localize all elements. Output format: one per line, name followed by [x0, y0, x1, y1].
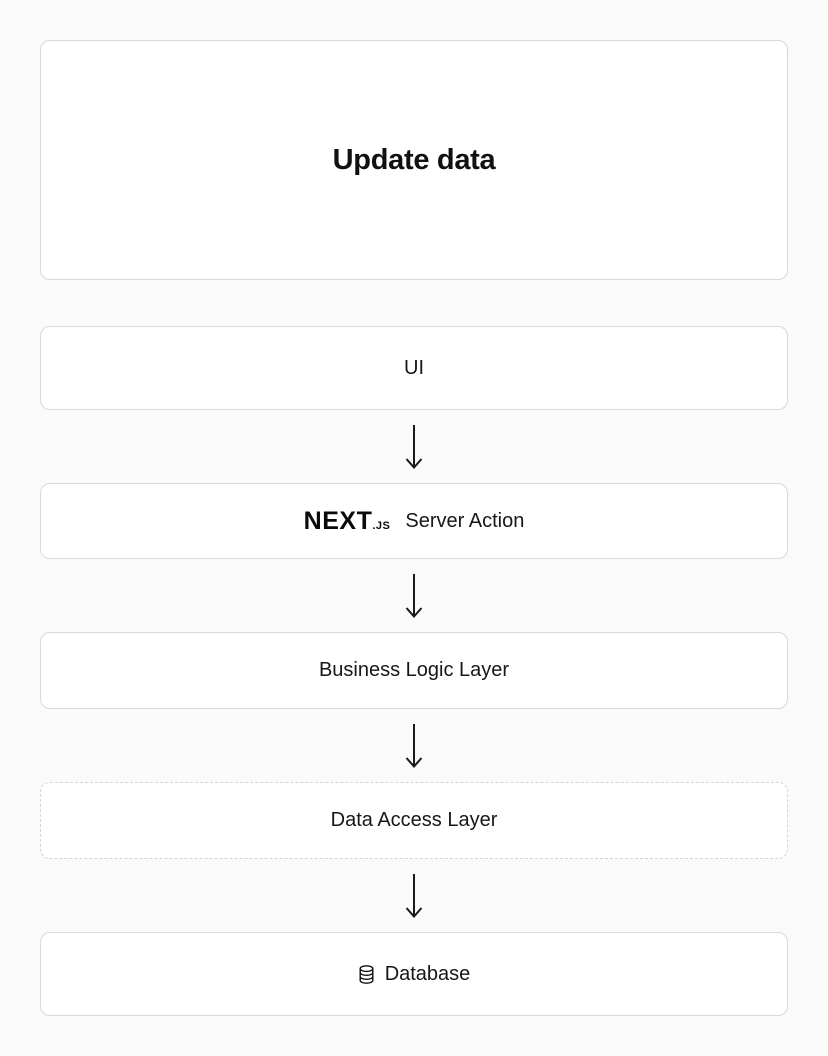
node-business-logic-layer: Business Logic Layer: [40, 632, 788, 709]
node-database-label: Database: [384, 962, 471, 985]
arrow-down-icon: [405, 424, 423, 469]
update-data-title: Update data: [332, 143, 496, 176]
arrow-down-icon: [405, 723, 423, 768]
node-data-access-label: Data Access Layer: [330, 809, 498, 831]
node-ui: UI: [40, 326, 788, 410]
arrow-server-action-to-business-logic: [40, 559, 788, 632]
arrow-data-access-to-database: [40, 859, 788, 932]
node-database: Database: [40, 932, 788, 1016]
node-data-access-layer: Data Access Layer: [40, 782, 788, 859]
arrow-business-logic-to-data-access: [40, 709, 788, 782]
database-row: Database: [358, 962, 471, 986]
arrow-down-icon: [405, 873, 423, 918]
nextjs-wordmark: NEXT: [303, 506, 373, 535]
node-business-logic-label: Business Logic Layer: [318, 659, 510, 681]
database-icon: [359, 964, 374, 984]
node-ui-label: UI: [404, 356, 424, 379]
update-data-box: Update data: [40, 40, 788, 280]
arrow-down-icon: [405, 573, 423, 618]
node-server-action: NEXT.JS Server Action: [40, 483, 788, 559]
node-server-action-label: Server Action: [405, 509, 525, 532]
nextjs-wordmark-suffix: .JS: [372, 519, 391, 532]
nextjs-logo: NEXT.JS: [304, 507, 391, 536]
arrow-ui-to-server-action: [40, 410, 788, 483]
